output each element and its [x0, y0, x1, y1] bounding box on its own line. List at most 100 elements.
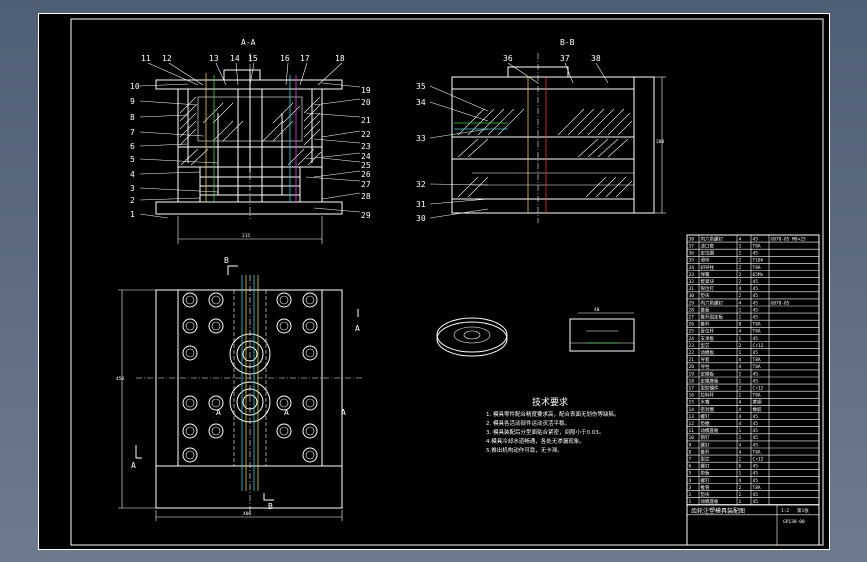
leader-line — [285, 62, 289, 86]
bom-cell: 导柱 — [701, 363, 710, 370]
leader-line — [321, 82, 361, 88]
bom-cell: 29 — [689, 300, 695, 306]
plan-view: B B A A A A A 450 400 — [116, 256, 363, 521]
label-27: 27 — [361, 180, 371, 189]
bom-cell: 黄铜 — [753, 399, 762, 406]
hole-circle — [276, 423, 292, 439]
leader-line — [595, 62, 609, 84]
bom-cell: 1 — [739, 393, 742, 399]
bom-cell: 34 — [689, 265, 695, 271]
label-14: 14 — [230, 54, 240, 63]
bom-cell: 1 — [739, 457, 742, 463]
hole-circle — [305, 348, 315, 358]
leader-line — [429, 198, 489, 205]
label-32: 32 — [416, 180, 426, 189]
label-30: 30 — [416, 214, 426, 223]
bom-cell: 复位杆 — [701, 328, 715, 335]
hole-circle — [305, 295, 315, 305]
label-16: 16 — [280, 54, 290, 63]
bom-cell: 动模座板 — [701, 498, 719, 505]
label-4: 4 — [130, 170, 135, 179]
drawing-name: 齿轮注塑模具装配图 — [691, 507, 745, 515]
bom-cell: 4 — [739, 329, 742, 335]
bom-cell: 垫板 — [701, 470, 710, 477]
hole-circle — [211, 426, 221, 436]
hole-circle — [208, 423, 224, 439]
bom-cell: Cr12 — [753, 386, 764, 392]
bom-cell: 2 — [739, 343, 742, 349]
bom-cell: 2 — [739, 265, 742, 271]
hole-circle — [305, 450, 315, 460]
dim-plan-height: 450 — [116, 376, 124, 382]
hole-circle — [185, 398, 195, 408]
bom-cell: T8A — [753, 485, 761, 491]
hole-circle — [279, 321, 289, 331]
plan-mark-a-right: A — [341, 408, 346, 417]
tech-line: 3. 模具装配后分型面贴合紧密，间隙小于0.03。 — [486, 428, 604, 436]
hole-circle — [185, 450, 195, 460]
bom-cell: 垫块 — [701, 292, 710, 299]
dim-detail-w: 40 — [594, 307, 600, 313]
bom-cell: 45 — [753, 464, 759, 470]
label-18: 18 — [335, 54, 345, 63]
hole-circle — [211, 398, 221, 408]
leader-line — [429, 85, 489, 112]
bom-cell: 45 — [753, 421, 759, 427]
leader-line — [139, 213, 169, 219]
bom-cell: 9 — [689, 442, 692, 448]
bom-cell: 1 — [739, 378, 742, 384]
bom-cell: 45 — [753, 378, 759, 384]
hole-circle — [302, 318, 318, 334]
bom-cell: 推杆 — [701, 448, 710, 455]
bom-cell: 螺钉 — [701, 441, 710, 448]
bom-cell: 45 — [753, 478, 759, 484]
bom-cell: 4 — [739, 400, 742, 406]
leader-line — [305, 152, 361, 160]
hole-circle — [302, 423, 318, 439]
bom-cell: 19 — [689, 371, 695, 377]
bom-cell: T8A — [753, 265, 761, 271]
bom-cell: 1 — [739, 244, 742, 250]
leader-line — [147, 62, 199, 86]
bom-cell: 滑块 — [701, 257, 710, 264]
bom-cell: Cr12 — [753, 343, 764, 349]
bom-cell: 内六角螺钉 — [701, 299, 724, 306]
bom-cell: 16 — [689, 393, 695, 399]
bom-cell: 垫块 — [701, 491, 710, 498]
bom-cell: 动模座板 — [701, 427, 719, 434]
bom-cell: T8A — [753, 357, 761, 363]
hole-circle — [302, 292, 318, 308]
leader-line — [139, 131, 205, 137]
hole-circle — [276, 292, 292, 308]
leader-line — [313, 138, 361, 144]
bom-cell: 18 — [689, 378, 695, 384]
dim-plan-width: 400 — [243, 511, 251, 517]
bom-cell: 1 — [739, 350, 742, 356]
bom-cell: 24 — [689, 336, 695, 342]
label-21: 21 — [361, 116, 371, 125]
bom-cell: 2 — [739, 279, 742, 285]
bom-cell: 4 — [739, 478, 742, 484]
bom-cell: 型腔镶件 — [701, 385, 719, 392]
bom-cell: Cr12 — [753, 457, 764, 463]
hole-circle — [185, 348, 195, 358]
gear-cavity — [236, 388, 264, 416]
bom-cell: 定位圈 — [701, 250, 715, 257]
bom-cell: 45 — [753, 371, 759, 377]
plan-mark-b-bottom: B — [268, 502, 273, 511]
hole-circle — [208, 318, 224, 334]
label-35: 35 — [416, 82, 426, 91]
leader-line — [507, 62, 539, 84]
tech-requirements: 技术要求 1. 模具零件配合精度要求高，配合表面无划伤等缺陷。2. 模具各活动部… — [486, 396, 620, 454]
gear-cavity — [236, 340, 264, 368]
gear-part — [436, 317, 508, 357]
bom-cell: 36 — [689, 251, 695, 257]
bom-cell: 45 — [753, 286, 759, 292]
bom-cell: 13 — [689, 414, 695, 420]
hole-circle — [276, 395, 292, 411]
hole-circle — [305, 398, 315, 408]
leader-line — [139, 171, 201, 175]
label-3: 3 — [130, 184, 135, 193]
bom-cell: 12 — [689, 421, 695, 427]
